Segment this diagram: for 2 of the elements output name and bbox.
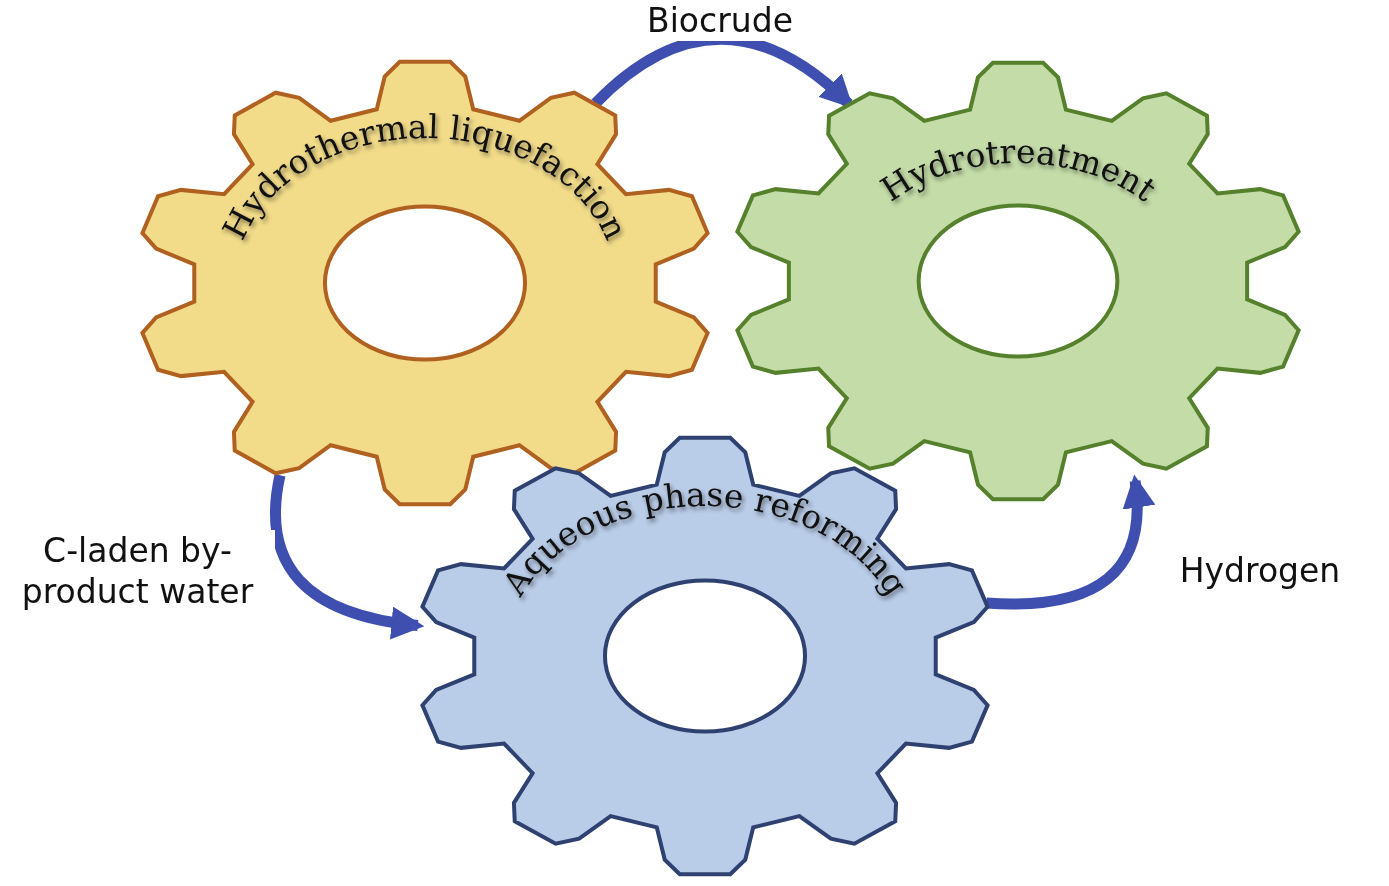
curved-arrow [270, 474, 425, 639]
curved-arrow [986, 474, 1155, 610]
